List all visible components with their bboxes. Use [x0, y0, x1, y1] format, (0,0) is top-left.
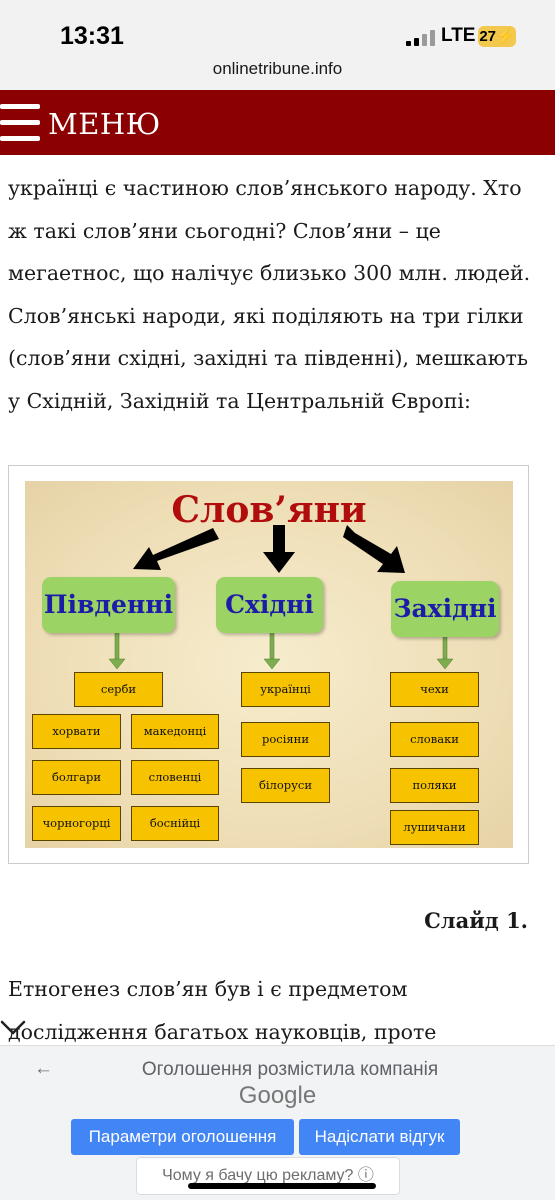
battery-icon: 27⚡	[478, 26, 516, 47]
ad-bar: ← Оголошення розмістила компанія Google …	[0, 1045, 555, 1200]
back-arrow-icon[interactable]: ←	[34, 1058, 53, 1079]
battery-level: 27	[479, 28, 496, 45]
slide-title: Слов’яни	[171, 489, 367, 531]
site-menu-bar[interactable]: МЕНЮ	[0, 90, 555, 155]
arrow-green-east	[269, 629, 275, 661]
send-feedback-button[interactable]: Надіслати відгук	[299, 1119, 460, 1155]
diagram-arrows	[108, 525, 454, 670]
item-east: росіяни	[241, 722, 330, 757]
item-south: боснійці	[131, 806, 219, 841]
arrow-west	[343, 525, 405, 573]
item-south: словенці	[131, 760, 219, 795]
arrow-green-south	[114, 629, 120, 661]
item-south: болгари	[32, 760, 121, 795]
arrow-east	[263, 525, 295, 573]
slide-caption: Слайд 1.	[424, 908, 528, 933]
network-type: LTE	[441, 25, 476, 46]
chevron-down-icon[interactable]	[0, 1014, 26, 1040]
hamburger-icon[interactable]	[0, 104, 40, 142]
article-paragraph: Етногенез слов’ян був і є предметом досл…	[8, 977, 437, 1044]
item-south: серби	[74, 672, 163, 707]
item-south: македонці	[131, 714, 219, 749]
ad-brand: Google	[238, 1082, 317, 1109]
why-this-ad-button[interactable]: Чому я бачу цю рекламу? ⓘ	[136, 1157, 400, 1195]
branch-west: Західні	[391, 581, 499, 637]
home-indicator[interactable]	[188, 1183, 376, 1189]
item-south: чорногорці	[32, 806, 121, 841]
signal-icon	[406, 30, 436, 46]
item-east: білоруси	[241, 768, 330, 803]
menu-label[interactable]: МЕНЮ	[48, 107, 161, 141]
address-bar[interactable]: onlinetribune.info	[212, 59, 343, 78]
slide-diagram: Слов’яни Південні Східні Західні серби х…	[25, 481, 513, 848]
slide-image-frame: Слов’яни Південні Східні Західні серби х…	[8, 465, 529, 864]
item-east: українці	[241, 672, 330, 707]
status-time: 13:31	[60, 22, 124, 50]
item-west: словаки	[390, 722, 479, 757]
item-west: лушичани	[390, 810, 479, 845]
status-bar: 13:31 LTE 27⚡ onlinetribune.info	[0, 0, 555, 90]
item-south: хорвати	[32, 714, 121, 749]
branch-east: Східні	[216, 577, 323, 633]
item-west: поляки	[390, 768, 479, 803]
item-west: чехи	[390, 672, 479, 707]
branch-south: Південні	[42, 577, 175, 633]
article-paragraph: українці є частиною слов’янського народу…	[8, 176, 531, 413]
arrow-green-west	[442, 633, 448, 661]
arrow-south	[133, 528, 219, 570]
ad-label: Оголошення розмістила компанія	[141, 1059, 439, 1080]
ad-settings-button[interactable]: Параметри оголошення	[71, 1119, 294, 1155]
